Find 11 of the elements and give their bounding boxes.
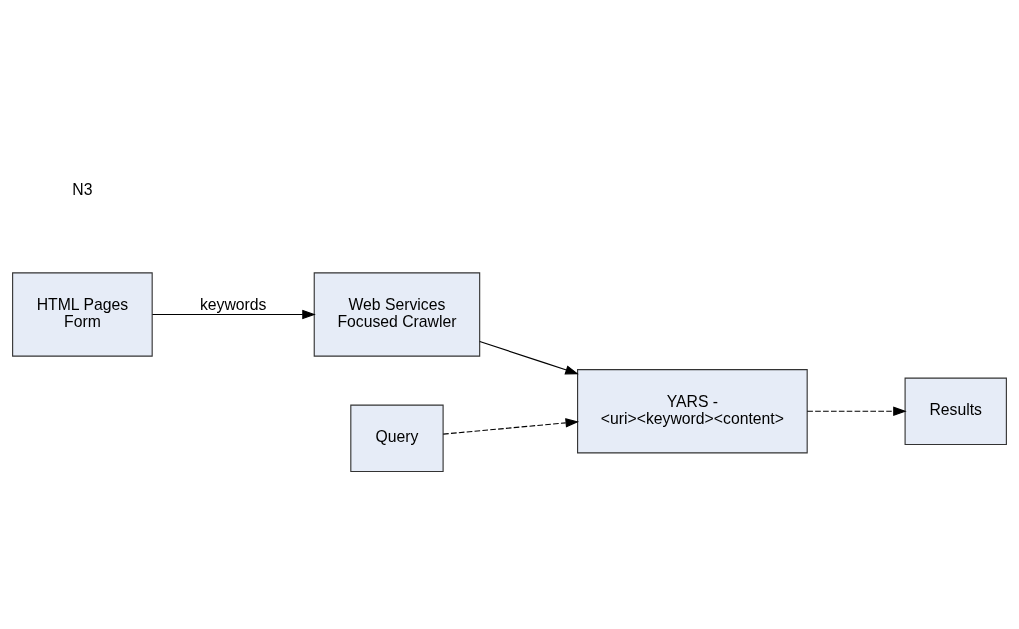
node-box: Web Services Focused Crawler [313, 272, 481, 357]
node-box: YARS - <uri><keyword><content> [577, 369, 808, 454]
edge-label: keywords [199, 296, 267, 314]
node-box: HTML Pages Form [12, 272, 153, 357]
arrow [151, 309, 316, 320]
node-box: Query [350, 404, 444, 473]
arrow [806, 406, 907, 417]
arrow [479, 340, 579, 375]
node-box: Results [904, 377, 1007, 446]
arrow [442, 418, 580, 435]
label: N3 [72, 180, 93, 198]
